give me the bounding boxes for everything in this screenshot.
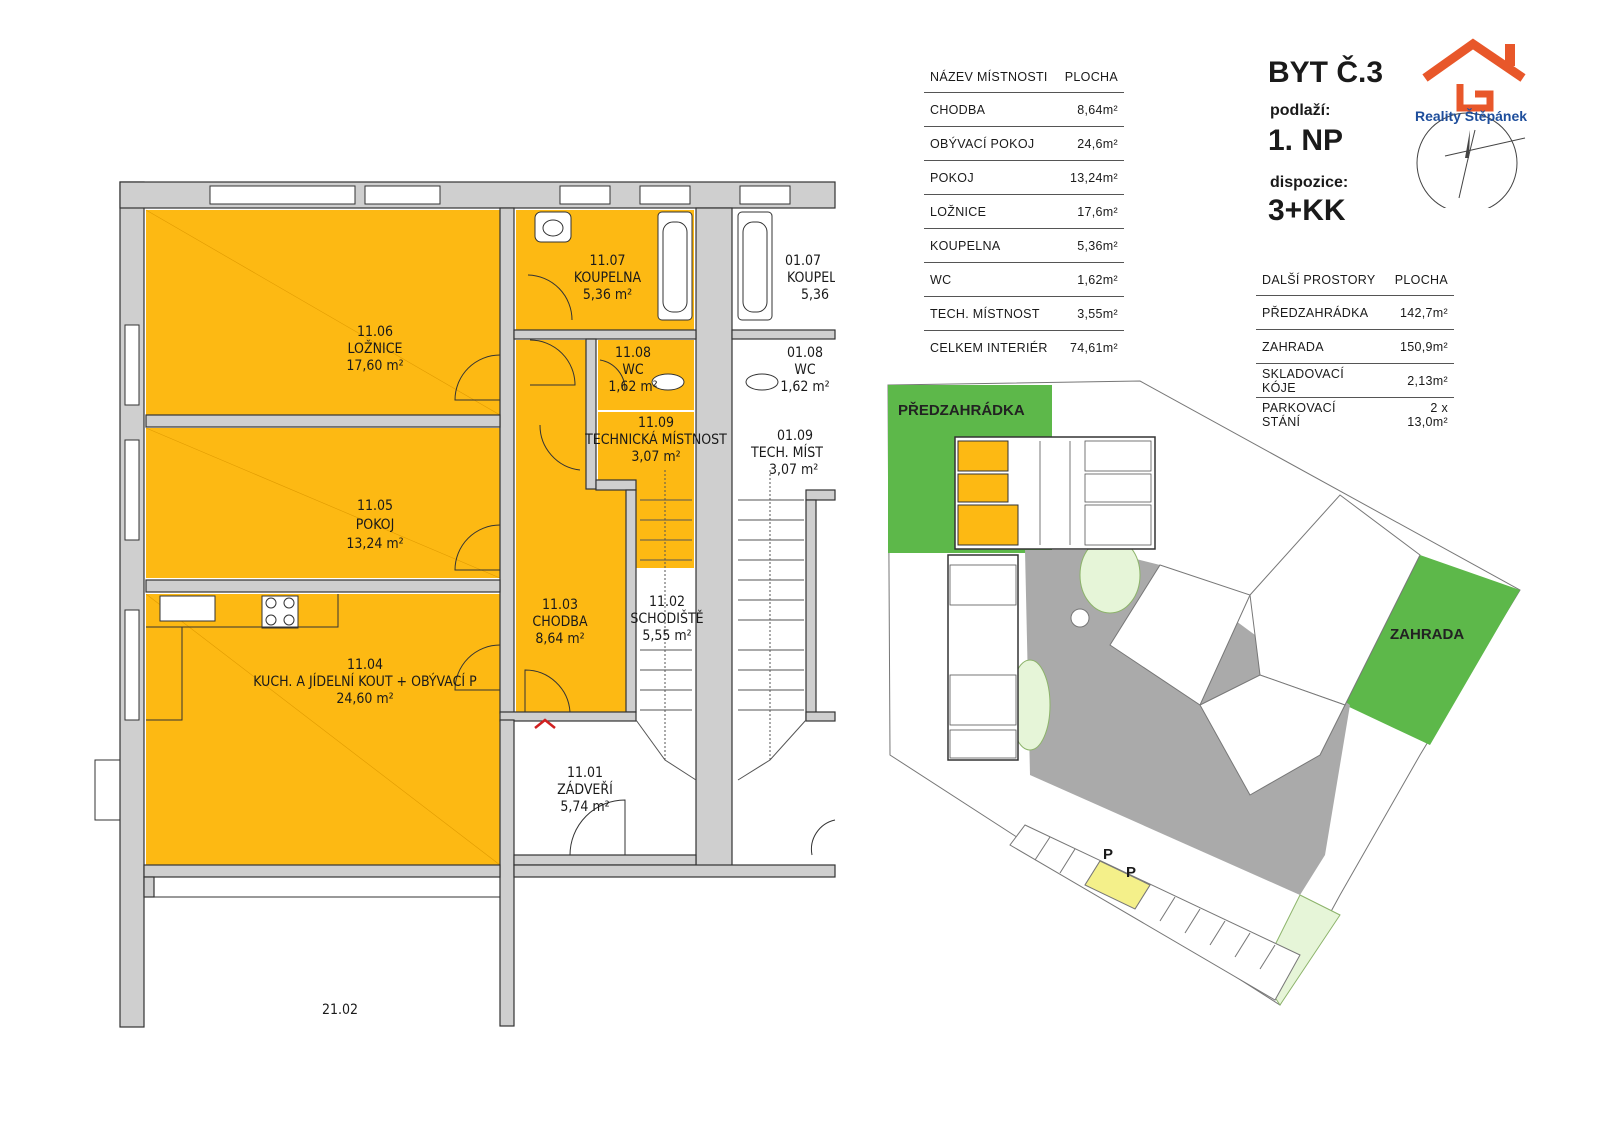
room-id: 11.06: [356, 324, 394, 340]
logo-text: Reality Štěpánek: [1415, 108, 1528, 124]
front-garden-label: PŘEDZAHRÁDKA: [898, 402, 1025, 419]
site-plan: [887, 380, 1521, 1006]
room-name: TECHNICKÁ MÍSTNOST: [585, 432, 727, 448]
room-area: 24,60 m²: [336, 691, 394, 707]
room-label-1109: 11.09 TECHNICKÁ MÍSTNOST 3,07 m²: [566, 415, 746, 466]
room-id: 11.03: [541, 597, 579, 613]
room-name: ZÁDVEŘÍ: [557, 782, 613, 798]
room-area: 1,62 m²: [608, 379, 658, 395]
room-label-1105: 11.05 POKOJ 13,24 m²: [315, 497, 435, 554]
parking-spaces: [1084, 860, 1151, 910]
room-tech: [598, 412, 694, 490]
room-name: POKOJ: [355, 517, 395, 533]
building-west: [947, 554, 1019, 761]
room-id: 11.05: [356, 498, 394, 514]
room-area: 8,64 m²: [535, 631, 585, 647]
parking-label-1: P: [1103, 846, 1114, 863]
room-name: WC: [622, 362, 644, 378]
room-id: 11.01: [566, 765, 604, 781]
floor-plan: [94, 181, 836, 1028]
room-area: 13,24 m²: [346, 536, 404, 552]
room-label-1106: 11.06 LOŽNICE 17,60 m²: [315, 324, 435, 375]
room-table-header-name: NÁZEV MÍSTNOSTI: [930, 70, 1048, 84]
room-chodba: [516, 340, 636, 712]
layout-label: dispozice:: [1270, 174, 1349, 191]
floor-value: 1. NP: [1268, 124, 1344, 157]
room-id: 11.09: [637, 415, 675, 431]
garden-area: [1345, 555, 1520, 745]
room-name: KOUPELNA: [573, 270, 642, 286]
room-label-1102: 11.02 SCHODIŠTĚ 5,55 m²: [612, 594, 722, 645]
parking-label-2: P: [1126, 864, 1137, 881]
neighbor-label-0107: 01.07 KOUPELNA 5,36: [785, 253, 835, 303]
room-area: 17,60 m²: [346, 358, 404, 374]
layout-value: 3+KK: [1268, 194, 1346, 227]
room-id: 11.08: [614, 345, 652, 361]
neighbor-label-2102: 21.02: [321, 1002, 359, 1018]
neighbor-label-0108: 01.08 WC 1,62 m²: [780, 345, 830, 395]
room-name: KUCH. A JÍDELNÍ KOUT + OBÝVACÍ P: [253, 674, 477, 690]
company-logo: [1416, 38, 1526, 208]
room-area: 5,55 m²: [642, 628, 692, 644]
room-name: SCHODIŠTĚ: [630, 611, 704, 627]
room-area: 3,07 m²: [631, 449, 681, 465]
room-label-1107: 11.07 KOUPELNA 5,36 m²: [555, 253, 660, 304]
room-id: 11.07: [589, 253, 626, 269]
room-label-1108: 11.08 WC 1,62 m²: [598, 345, 668, 396]
courtyard: [1025, 550, 1350, 895]
room-label-1101: 11.01 ZÁDVEŘÍ 5,74 m²: [530, 765, 640, 816]
room-area: 5,36 m²: [582, 287, 633, 303]
room-name: CHODBA: [532, 614, 588, 630]
room-id: 11.02: [648, 594, 686, 610]
room-label-1104: 11.04 KUCH. A JÍDELNÍ KOUT + OBÝVACÍ P 2…: [200, 657, 530, 708]
room-name: LOŽNICE: [347, 341, 403, 357]
room-wc: [598, 340, 694, 410]
room-label-1103: 11.03 CHODBA 8,64 m²: [510, 597, 610, 648]
extra-table-header-area: PLOCHA: [1394, 273, 1448, 287]
unit-title: BYT Č.3: [1268, 56, 1384, 89]
neighbor-label-0109: 01.09 TECH. MÍST 3,07 m²: [751, 428, 823, 478]
room-area: 5,74 m²: [560, 799, 610, 815]
floor-label: podlaží:: [1270, 102, 1331, 119]
room-table-header-area: PLOCHA: [1064, 70, 1118, 84]
garden-label: ZAHRADA: [1390, 626, 1465, 643]
extra-table-header-name: DALŠÍ PROSTORY: [1262, 273, 1376, 287]
room-id: 11.04: [346, 657, 384, 673]
